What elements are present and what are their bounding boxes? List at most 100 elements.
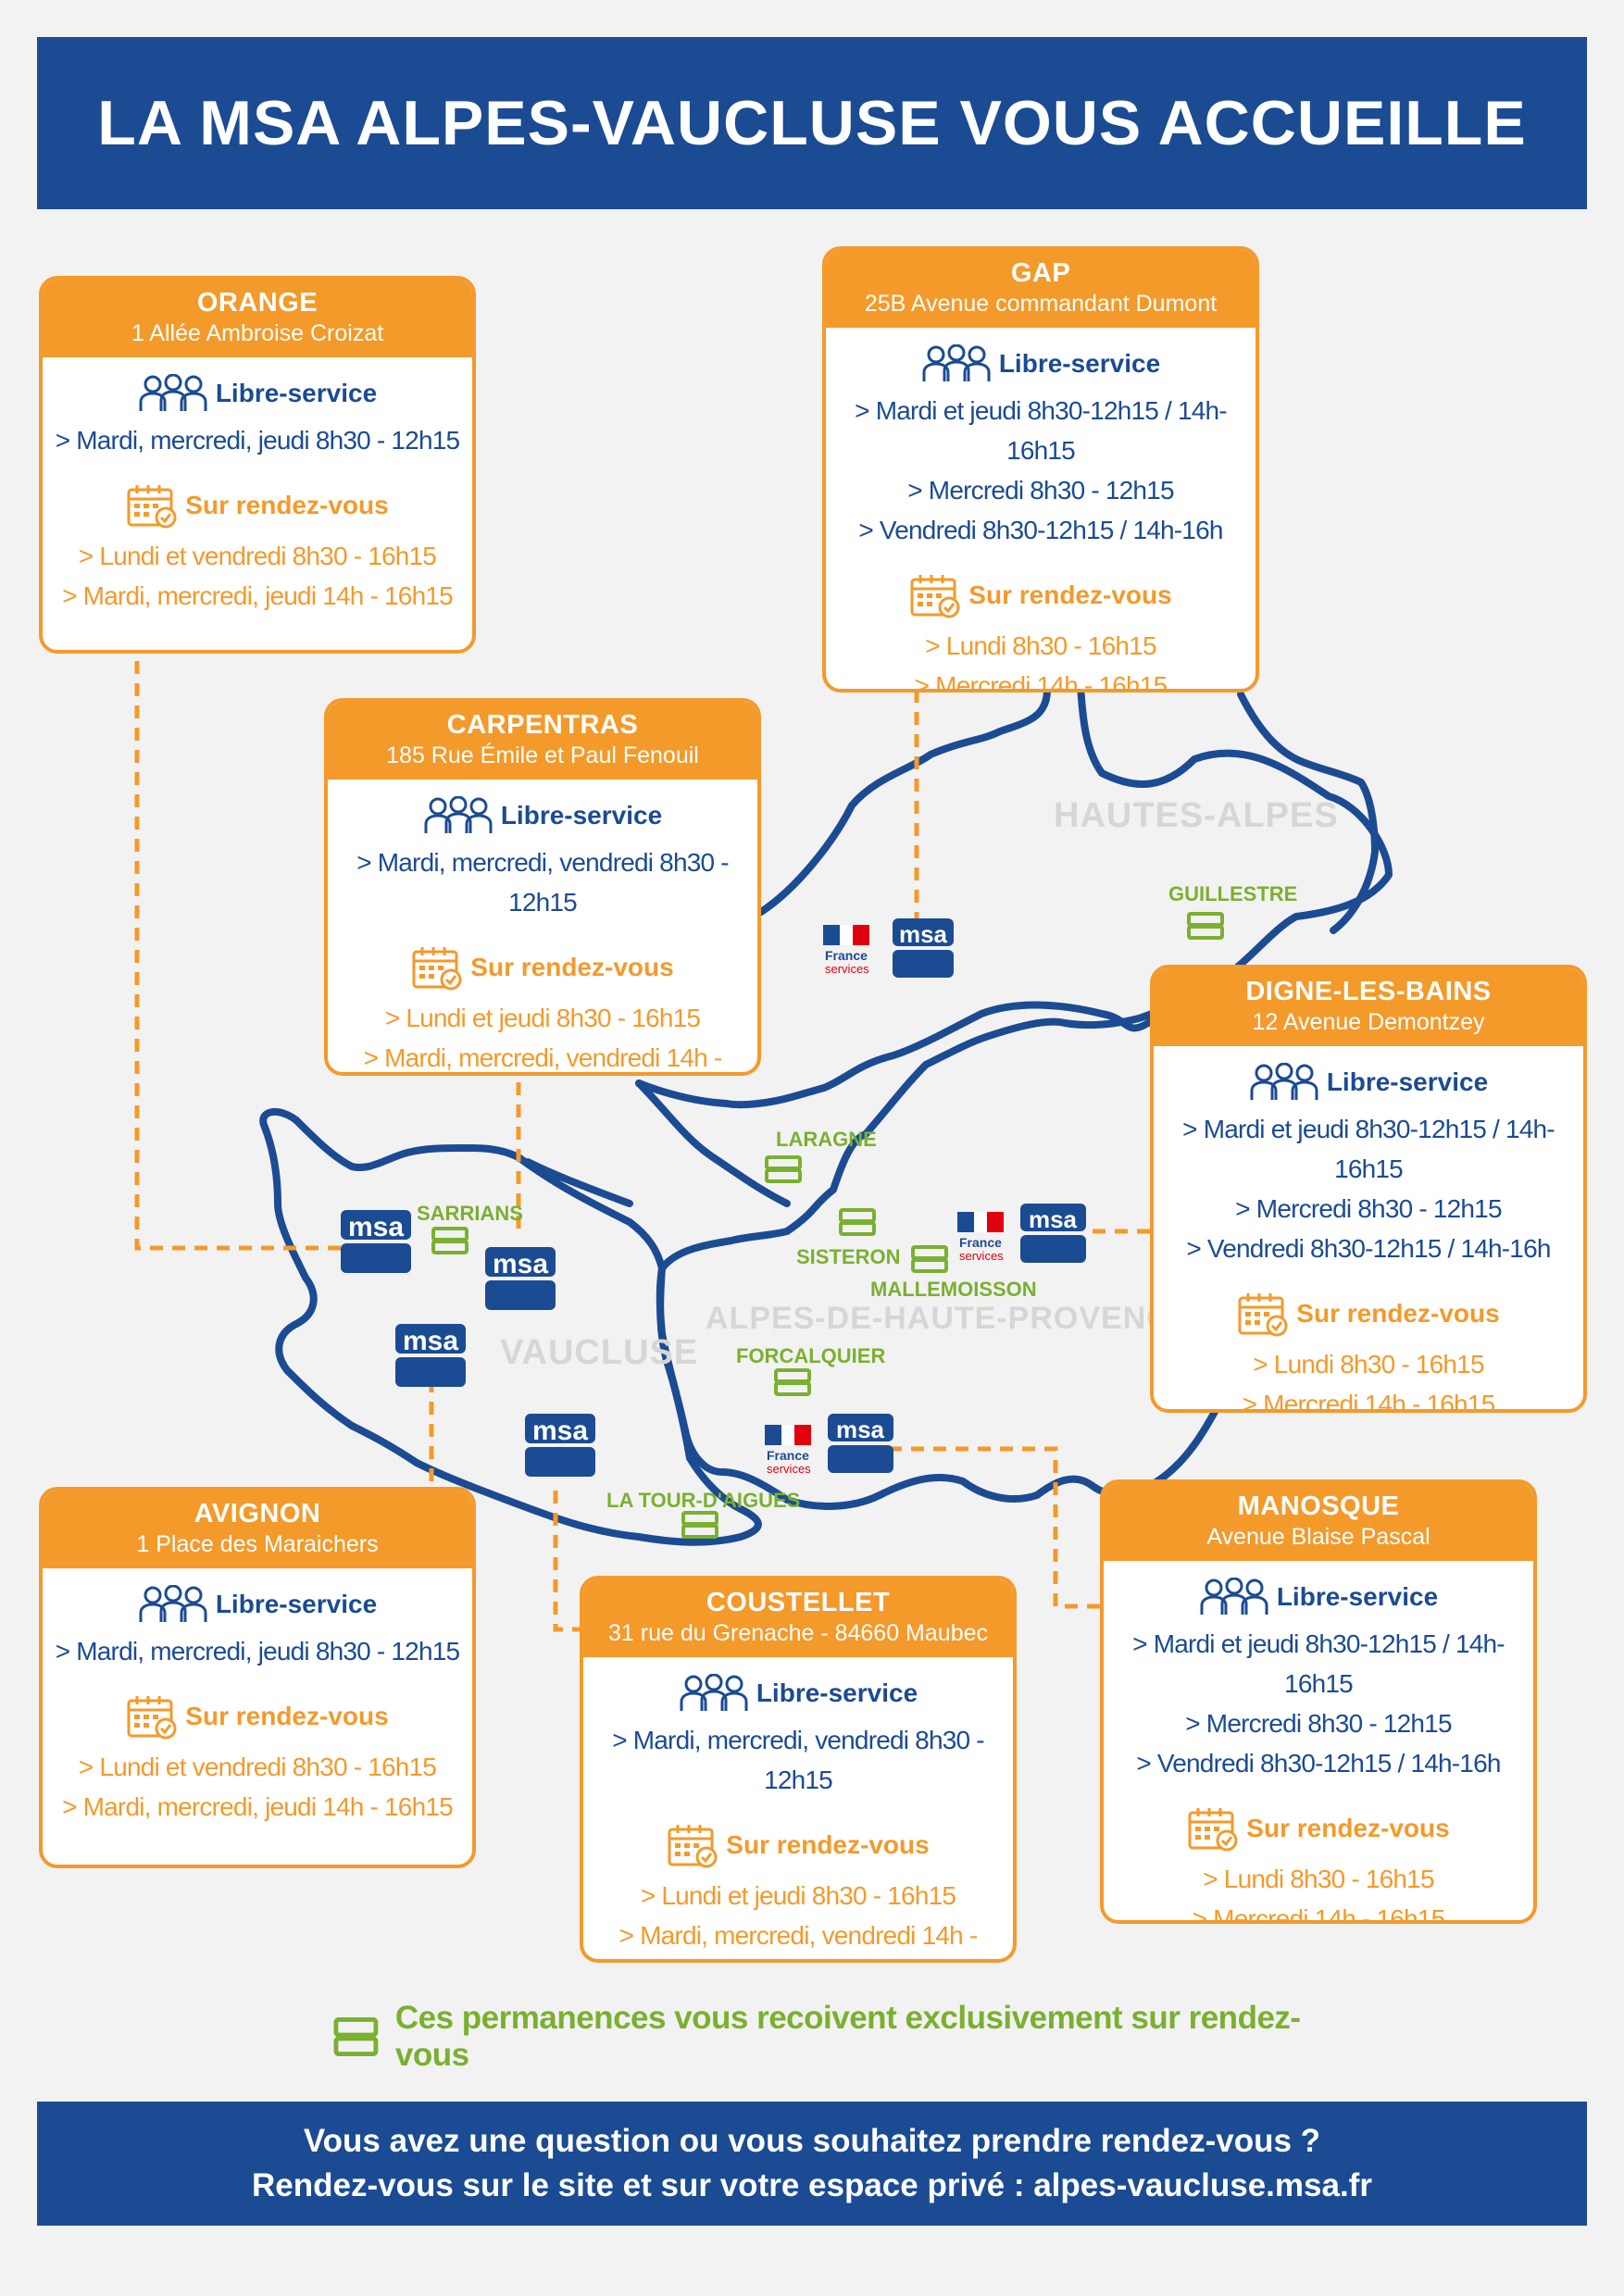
page-header: LA MSA ALPES-VAUCLUSE VOUS ACCUEILLE bbox=[37, 37, 1587, 209]
libre-service-heading: Libre-service bbox=[589, 1674, 1007, 1713]
libre-hours-line: > Mardi, mercredi, vendredi 8h30 - 12h15 bbox=[612, 1726, 984, 1794]
calendar-check-icon bbox=[1188, 1808, 1238, 1852]
town-guillestre: GUILLESTRE bbox=[1168, 882, 1298, 905]
office-name: COUSTELLET bbox=[706, 1588, 891, 1617]
town-la-tour-daigues: LA TOUR-D'AIGUES bbox=[606, 1489, 801, 1512]
svg-text:msa: msa bbox=[1029, 1205, 1078, 1233]
rdv-label: Sur rendez-vous bbox=[968, 580, 1172, 609]
msa-green-logo-icon bbox=[839, 1208, 876, 1241]
office-card-carpentras: CARPENTRAS 185 Rue Émile et Paul Fenouil… bbox=[324, 698, 761, 1076]
town-laragne: LARAGNE bbox=[776, 1128, 877, 1151]
rdv-heading: Sur rendez-vous bbox=[589, 1822, 1007, 1868]
libre-hours-line: > Mercredi 8h30 - 12h15 bbox=[907, 476, 1174, 505]
rdv-hours-line: > Mardi, mercredi, jeudi 14h - 16h15 bbox=[62, 581, 454, 610]
appointment-only-note: Ces permanences vous recoivent exclusive… bbox=[333, 2000, 1352, 2074]
office-address: 12 Avenue Demontzey bbox=[1252, 1009, 1485, 1035]
page-footer: Vous avez une question ou vous souhaitez… bbox=[37, 2102, 1587, 2226]
office-name: CARPENTRAS bbox=[446, 710, 639, 740]
rdv-label: Sur rendez-vous bbox=[726, 1830, 930, 1859]
libre-service-label: Libre-service bbox=[500, 801, 663, 830]
office-address: Avenue Blaise Pascal bbox=[1206, 1524, 1430, 1550]
calendar-check-icon bbox=[412, 947, 462, 991]
note-text: Ces permanences vous recoivent exclusive… bbox=[394, 2000, 1301, 2073]
libre-service-heading: Libre-service bbox=[1159, 1063, 1578, 1102]
svg-text:France: France bbox=[825, 948, 868, 963]
svg-text:France: France bbox=[767, 1448, 809, 1463]
libre-hours-line: > Mardi et jeudi 8h30-12h15 / 14h-16h15 bbox=[855, 396, 1227, 465]
office-card-digne: DIGNE-LES-BAINS 12 Avenue Demontzey Libr… bbox=[1150, 965, 1587, 1413]
calendar-check-icon bbox=[127, 485, 177, 529]
svg-text:msa: msa bbox=[899, 920, 948, 948]
libre-hours-line: > Vendredi 8h30-12h15 / 14h-16h bbox=[858, 516, 1223, 544]
msa-logo-icon: msa bbox=[891, 917, 956, 986]
rdv-heading: Sur rendez-vous bbox=[333, 944, 752, 991]
people-icon bbox=[139, 374, 207, 411]
office-card-coustellet: COUSTELLET 31 rue du Grenache - 84660 Ma… bbox=[580, 1576, 1017, 1963]
people-icon bbox=[139, 1585, 207, 1622]
office-card-manosque: MANOSQUE Avenue Blaise Pascal Libre-serv… bbox=[1100, 1479, 1537, 1924]
office-name: ORANGE bbox=[196, 288, 319, 318]
calendar-check-icon bbox=[127, 1696, 177, 1740]
rdv-heading: Sur rendez-vous bbox=[831, 572, 1250, 618]
msa-green-logo-icon bbox=[774, 1368, 811, 1401]
rdv-hours-line: > Lundi 8h30 - 16h15 bbox=[1203, 1865, 1434, 1893]
card-header: DIGNE-LES-BAINS 12 Avenue Demontzey bbox=[1154, 968, 1583, 1046]
msa-green-logo-icon bbox=[431, 1227, 468, 1259]
rdv-hours-line: > Lundi et jeudi 8h30 - 16h15 bbox=[384, 1004, 701, 1032]
office-card-avignon: AVIGNON 1 Place des Maraichers Libre-ser… bbox=[39, 1487, 476, 1868]
calendar-check-icon bbox=[1238, 1293, 1288, 1337]
libre-service-label: Libre-service bbox=[998, 349, 1161, 378]
office-address: 25B Avenue commandant Dumont bbox=[864, 291, 1218, 317]
rdv-heading: Sur rendez-vous bbox=[48, 1693, 467, 1740]
office-name: GAP bbox=[1010, 258, 1071, 288]
region-alpes-de-haute-provence: ALPES-DE-HAUTE-PROVENCE bbox=[706, 1301, 1193, 1336]
svg-text:services: services bbox=[959, 1249, 1004, 1263]
card-header: CARPENTRAS 185 Rue Émile et Paul Fenouil bbox=[328, 702, 757, 780]
libre-service-label: Libre-service bbox=[756, 1678, 918, 1707]
rdv-hours-line: > Mercredi 14h - 16h15 bbox=[1242, 1390, 1495, 1413]
libre-service-label: Libre-service bbox=[1276, 1582, 1439, 1611]
connector-coustellet bbox=[553, 1491, 581, 1632]
msa-logo-icon: msa bbox=[826, 1412, 895, 1481]
libre-service-heading: Libre-service bbox=[333, 796, 752, 835]
svg-text:services: services bbox=[767, 1462, 811, 1476]
msa-green-logo-icon bbox=[911, 1245, 948, 1278]
rdv-hours-line: > Mardi, mercredi, vendredi 14h - 16h15 bbox=[618, 1921, 979, 1950]
rdv-label: Sur rendez-vous bbox=[185, 491, 389, 519]
libre-hours-line: > Mardi, mercredi, jeudi 8h30 - 12h15 bbox=[55, 426, 460, 455]
rdv-hours-line: > Mercredi 14h - 16h15 bbox=[1192, 1904, 1445, 1924]
rdv-label: Sur rendez-vous bbox=[1246, 1814, 1450, 1842]
libre-service-label: Libre-service bbox=[1326, 1067, 1489, 1096]
office-address: 1 Place des Maraichers bbox=[136, 1531, 379, 1557]
region-hautes-alpes: HAUTES-ALPES bbox=[1054, 796, 1339, 835]
svg-text:msa: msa bbox=[403, 1326, 458, 1356]
rdv-label: Sur rendez-vous bbox=[185, 1702, 389, 1730]
page-title: LA MSA ALPES-VAUCLUSE VOUS ACCUEILLE bbox=[97, 88, 1527, 158]
rdv-label: Sur rendez-vous bbox=[470, 953, 674, 981]
rdv-label: Sur rendez-vous bbox=[1296, 1299, 1500, 1328]
rdv-heading: Sur rendez-vous bbox=[1109, 1805, 1528, 1852]
libre-service-heading: Libre-service bbox=[831, 344, 1250, 383]
rdv-hours-line: > Lundi 8h30 - 16h15 bbox=[925, 631, 1156, 660]
svg-text:France: France bbox=[959, 1235, 1002, 1250]
office-card-orange: ORANGE 1 Allée Ambroise Croizat Libre-se… bbox=[39, 276, 476, 654]
msa-logo-icon: msa bbox=[394, 1322, 468, 1393]
rdv-hours-line: > Lundi et vendredi 8h30 - 16h15 bbox=[78, 542, 437, 570]
town-forcalquier: FORCALQUIER bbox=[736, 1344, 886, 1367]
rdv-hours-line: > Mercredi 14h - 16h15 bbox=[914, 671, 1168, 693]
people-icon bbox=[680, 1674, 748, 1711]
calendar-check-icon bbox=[668, 1825, 718, 1868]
msa-green-logo-icon bbox=[1187, 912, 1224, 944]
libre-hours-line: > Vendredi 8h30-12h15 / 14h-16h bbox=[1136, 1749, 1501, 1778]
region-vaucluse: VAUCLUSE bbox=[500, 1333, 699, 1372]
footer-website[interactable]: Rendez-vous sur le site et sur votre esp… bbox=[252, 2167, 1372, 2203]
libre-hours-line: > Mercredi 8h30 - 12h15 bbox=[1235, 1194, 1502, 1223]
msa-logo-icon: msa bbox=[339, 1208, 413, 1279]
svg-text:msa: msa bbox=[532, 1416, 588, 1446]
town-sarrians: SARRIANS bbox=[417, 1202, 523, 1225]
libre-hours-line: > Vendredi 8h30-12h15 / 14h-16h bbox=[1186, 1234, 1551, 1263]
msa-logo-icon: msa bbox=[483, 1245, 557, 1316]
connector-orange bbox=[134, 639, 341, 1251]
